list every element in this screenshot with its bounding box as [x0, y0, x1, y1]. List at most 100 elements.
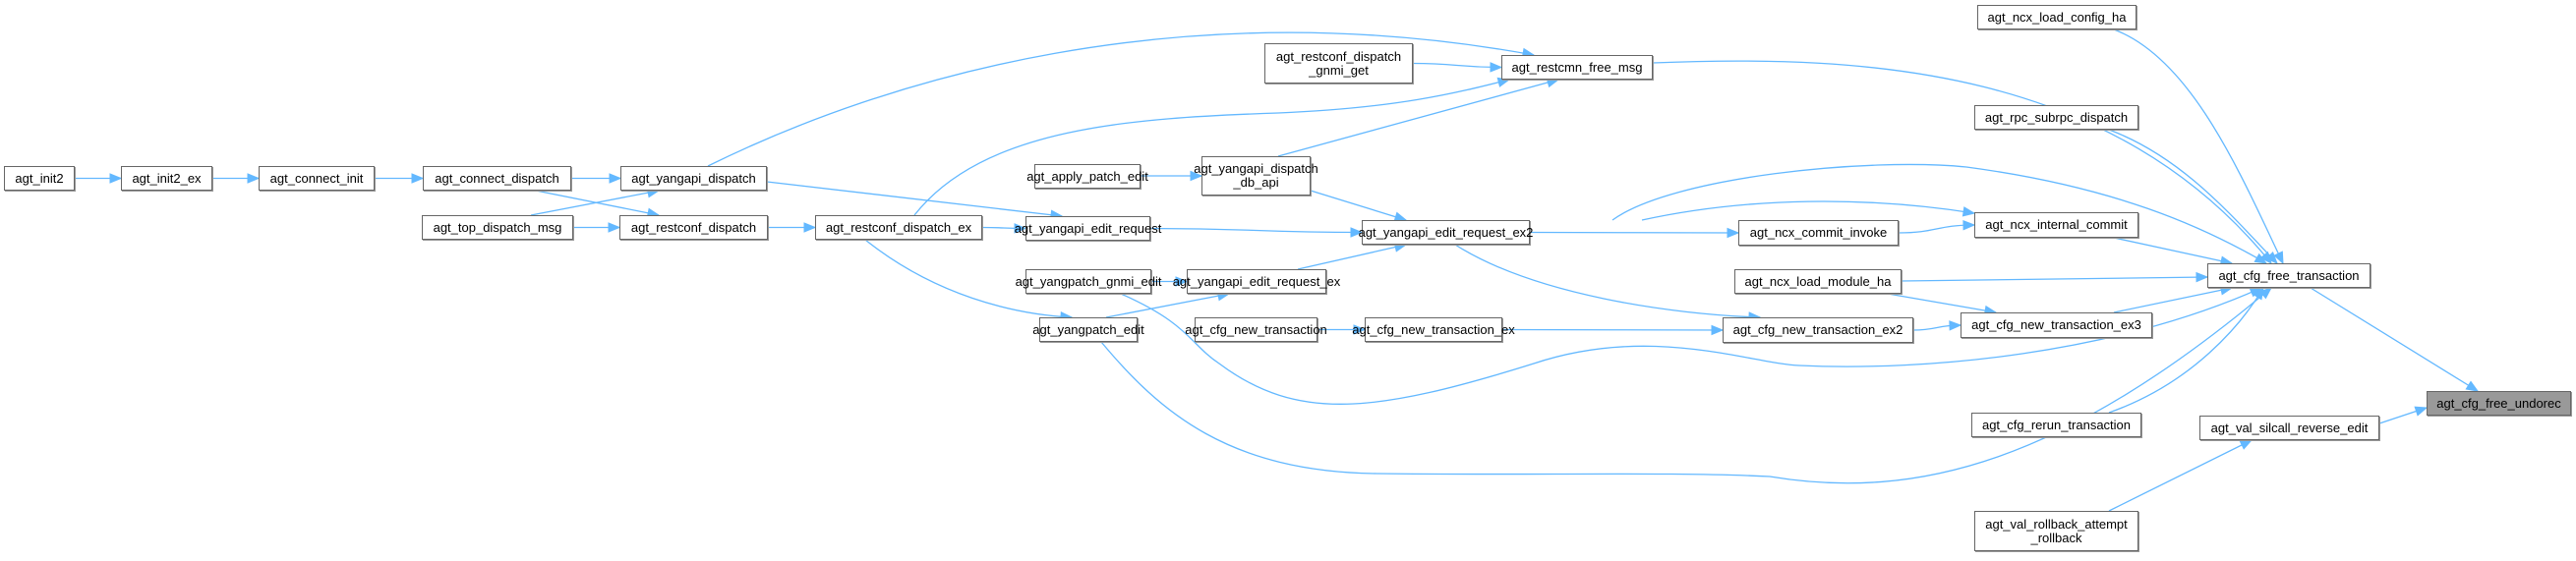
- node-label: agt_val_silcall_reverse_edit: [2210, 420, 2369, 435]
- arrowhead-icon: [2239, 439, 2254, 450]
- edge-agt_yangapi_edit_request_ex2-to-agt_ncx_commit_invoke: [1529, 231, 1739, 234]
- node-agt-ncx-load-module-ha[interactable]: agt_ncx_load_module_ha: [1734, 269, 1902, 294]
- edge-agt_yangapi_dispatch_db_api-to-agt_yangapi_edit_request_ex2: [1310, 190, 1407, 221]
- node-label: agt_cfg_new_transaction: [1185, 321, 1327, 337]
- node-label: agt_ncx_internal_commit: [1985, 217, 2128, 232]
- edge-agt_rpc_subrpc_dispatch-to-agt_cfg_free_transaction: [2108, 129, 2278, 264]
- node-agt-yangapi-edit-request[interactable]: agt_yangapi_edit_request: [1015, 216, 1161, 241]
- node-agt-ncx-internal-commit[interactable]: agt_ncx_internal_commit: [1974, 212, 2138, 238]
- node-label: agt_yangapi_edit_request: [1014, 220, 1162, 236]
- node-label: agt_cfg_free_transaction: [2218, 267, 2360, 283]
- node-label: agt_yangpatch_edit: [1032, 321, 1144, 337]
- edge-agt_ncx_load_config_ha-to-agt_cfg_free_transaction: [2113, 28, 2284, 264]
- node-label: agt_yangapi_dispatch: [631, 170, 756, 186]
- node-agt-cfg-new-transaction-ex2[interactable]: agt_cfg_new_transaction_ex2: [1723, 317, 1913, 343]
- edge-agt_yangapi_edit_request_ex2-to-agt_cfg_new_transaction_ex2: [1454, 244, 1761, 318]
- node-label: agt_apply_patch_edit: [1026, 168, 1148, 184]
- node-agt-apply-patch-edit[interactable]: agt_apply_patch_edit: [1026, 164, 1148, 189]
- node-agt-yangapi-edit-request-ex2[interactable]: agt_yangapi_edit_request_ex2: [1359, 220, 1533, 245]
- node-agt-restconf-dispatch-ex[interactable]: agt_restconf_dispatch_ex: [815, 215, 982, 240]
- arrowhead-icon: [608, 222, 621, 233]
- node-agt-rpc-subrpc-dispatch[interactable]: agt_rpc_subrpc_dispatch: [1974, 105, 2138, 130]
- edge-agt_cfg_free_transaction-to-agt_cfg_free_undorec: [2310, 287, 2479, 392]
- edge-agt_restcmn_free_msg-to-agt_cfg_free_transaction: [1652, 60, 2272, 264]
- arrowhead-icon: [1962, 219, 1976, 231]
- arrowhead-icon: [2273, 251, 2284, 265]
- node-agt-connect-init[interactable]: agt_connect_init: [259, 166, 375, 191]
- node-agt-cfg-rerun-transaction[interactable]: agt_cfg_rerun_transaction: [1971, 413, 2141, 437]
- node-label: agt_restconf_dispatch: [630, 219, 757, 235]
- edge-agt_yangapi_dispatch_db_api-to-agt_restcmn_free_msg: [1277, 79, 1559, 157]
- arrowhead-icon: [2265, 252, 2278, 264]
- node-label: agt_top_dispatch_msg: [433, 219, 562, 235]
- arrowhead-icon: [1190, 170, 1203, 182]
- arrowhead-icon: [1175, 276, 1189, 287]
- node-label: agt_yangapi_dispatch _db_api: [1194, 161, 1318, 190]
- arrowhead-icon: [1961, 206, 1976, 217]
- edge-agt_yangapi_edit_request_ex-to-agt_yangapi_edit_request_ex2: [1297, 244, 1407, 270]
- arrowhead-icon: [2465, 380, 2480, 392]
- node-agt-val-silcall-reverse-edit[interactable]: agt_val_silcall_reverse_edit: [2199, 416, 2379, 440]
- node-label: agt_val_rollback_attempt _rollback: [1985, 516, 2128, 545]
- edge-agt_yangapi_edit_request_ex2-to-agt_ncx_internal_commit: [1641, 200, 1975, 221]
- node-label: agt_yangapi_edit_request_ex: [1172, 273, 1341, 289]
- arrowhead-icon: [1711, 324, 1725, 336]
- edge-agt_ncx_load_module_ha-to-agt_cfg_new_transaction_ex3: [1887, 293, 1997, 313]
- node-agt-cfg-new-transaction[interactable]: agt_cfg_new_transaction: [1185, 317, 1327, 342]
- node-label: agt_ncx_load_module_ha: [1744, 273, 1892, 289]
- arrowhead-icon: [2253, 286, 2264, 301]
- arrowhead-icon: [411, 173, 425, 184]
- node-agt-cfg-free-transaction[interactable]: agt_cfg_free_transaction: [2207, 263, 2371, 288]
- node-agt-yangpatch-gnmi-edit[interactable]: agt_yangpatch_gnmi_edit: [1016, 269, 1161, 294]
- arrowhead-icon: [109, 173, 123, 184]
- node-agt-ncx-commit-invoke[interactable]: agt_ncx_commit_invoke: [1738, 220, 1899, 246]
- node-label: agt_cfg_new_transaction_ex: [1352, 321, 1515, 337]
- arrowhead-icon: [2414, 406, 2429, 417]
- node-label: agt_init2_ex: [132, 170, 202, 186]
- node-agt-yangpatch-edit[interactable]: agt_yangpatch_edit: [1032, 317, 1144, 342]
- node-agt-ncx-load-config-ha[interactable]: agt_ncx_load_config_ha: [1977, 5, 2137, 29]
- node-label: agt_cfg_rerun_transaction: [1981, 417, 2132, 432]
- arrowhead-icon: [1727, 227, 1740, 239]
- node-label: agt_connect_dispatch: [435, 170, 559, 186]
- node-label: agt_ncx_load_config_ha: [1987, 9, 2127, 25]
- node-agt-cfg-new-transaction-ex3[interactable]: agt_cfg_new_transaction_ex3: [1961, 312, 2152, 338]
- edge-agt_yangapi_edit_request_ex2-to-agt_cfg_free_transaction: [1611, 163, 2267, 264]
- edge-agt_yangapi_dispatch-to-agt_restcmn_free_msg: [707, 31, 1535, 167]
- node-agt-restconf-dispatch[interactable]: agt_restconf_dispatch: [619, 215, 768, 240]
- arrowhead-icon: [1949, 320, 1962, 331]
- node-label: agt_yangpatch_gnmi_edit: [1015, 273, 1162, 289]
- edge-agt_yangpatch_gnmi_edit-to-agt_cfg_free_transaction: [1120, 287, 2262, 405]
- edge-agt_yangapi_edit_request-to-agt_yangapi_edit_request_ex2: [1149, 227, 1363, 234]
- arrowhead-icon: [803, 222, 817, 233]
- node-agt-init2[interactable]: agt_init2: [4, 166, 75, 191]
- node-agt-init2-ex[interactable]: agt_init2_ex: [121, 166, 212, 191]
- node-label: agt_restcmn_free_msg: [1511, 59, 1643, 75]
- arrowhead-icon: [1353, 324, 1367, 335]
- edge-agt_ncx_commit_invoke-to-agt_ncx_internal_commit: [1898, 224, 1975, 234]
- node-label: agt_cfg_new_transaction_ex3: [1971, 317, 2141, 332]
- arrowhead-icon: [247, 173, 261, 184]
- edge-agt_yangpatch_edit-to-agt_yangapi_edit_request_ex: [1105, 293, 1230, 318]
- arrowhead-icon: [2258, 287, 2273, 300]
- node-label: agt_yangapi_edit_request_ex2: [1358, 224, 1534, 240]
- node-label: agt_connect_init: [269, 170, 364, 186]
- node-label: agt_ncx_commit_invoke: [1749, 225, 1888, 240]
- node-agt-yangapi-edit-request-ex[interactable]: agt_yangapi_edit_request_ex: [1173, 269, 1340, 294]
- node-label: agt_restconf_dispatch_ex: [825, 219, 972, 235]
- node-agt-val-rollback-attempt-rollback[interactable]: agt_val_rollback_attempt _rollback: [1974, 511, 2138, 551]
- node-agt-connect-dispatch[interactable]: agt_connect_dispatch: [423, 166, 571, 191]
- arrowhead-icon: [1490, 62, 1503, 73]
- node-agt-restconf-dispatch-gnmi-get[interactable]: agt_restconf_dispatch _gnmi_get: [1264, 43, 1413, 84]
- node-agt-top-dispatch-msg[interactable]: agt_top_dispatch_msg: [422, 215, 573, 240]
- edge-agt_restconf_dispatch_ex-to-agt_yangpatch_edit: [864, 239, 1073, 318]
- arrowhead-icon: [1350, 227, 1364, 238]
- node-agt-restcmn-free-msg[interactable]: agt_restcmn_free_msg: [1501, 55, 1653, 80]
- node-agt-yangapi-dispatch[interactable]: agt_yangapi_dispatch: [620, 166, 767, 191]
- node-label: agt_restconf_dispatch _gnmi_get: [1275, 48, 1402, 78]
- node-agt-cfg-new-transaction-ex[interactable]: agt_cfg_new_transaction_ex: [1352, 317, 1515, 342]
- edge-agt_val_rollback_attempt_rollback-to-agt_val_silcall_reverse_edit: [2108, 439, 2253, 512]
- node-label: agt_cfg_new_transaction_ex2: [1732, 322, 1903, 337]
- node-agt-yangapi-dispatch-db-api[interactable]: agt_yangapi_dispatch _db_api: [1194, 156, 1318, 196]
